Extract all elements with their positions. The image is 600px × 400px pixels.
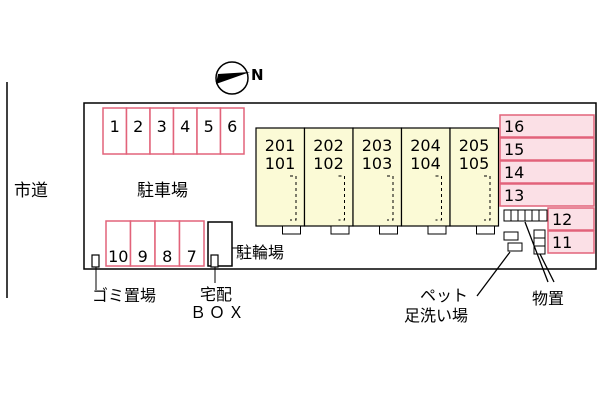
storage-label: 物置: [532, 289, 564, 308]
pet-leader-line: [476, 251, 511, 297]
parking-space-9: 9: [129, 220, 156, 267]
parking-space-number: 16: [504, 117, 524, 136]
parking-space-number: 14: [504, 163, 524, 182]
parking-space-8: 8: [154, 220, 181, 267]
delivery-box-marker: [210, 254, 219, 268]
parking-space-number: 8: [162, 247, 172, 266]
parking-space-6: 6: [219, 107, 245, 155]
pet-foot-wash-label: ペット: [420, 286, 468, 305]
parking-area-label: 駐車場: [137, 181, 188, 201]
unit-upper-number: 201: [265, 136, 296, 155]
parking-space-13: 13: [499, 183, 595, 207]
bicycle-parking-label: 駐輪場: [236, 243, 284, 262]
parking-space-3: 3: [149, 107, 175, 155]
compass-icon: N: [215, 61, 264, 95]
parking-space-1: 1: [102, 107, 128, 155]
unit-lower-number: 104: [410, 154, 441, 173]
parking-space-10: 10: [105, 220, 132, 267]
unit-lower-number: 102: [313, 154, 344, 173]
parking-space-number: 10: [108, 247, 128, 266]
unit-lower-number: 103: [362, 154, 393, 173]
unit-lower-number: 101: [265, 154, 296, 173]
parking-space-number: 11: [552, 233, 572, 252]
delivery-box-label-2: ＢＯＸ: [190, 303, 247, 322]
compass-north-letter: N: [251, 66, 264, 84]
parking-space-number: 5: [204, 117, 214, 136]
parking-space-4: 4: [172, 107, 198, 155]
garbage-area-label: ゴミ置場: [92, 286, 156, 305]
storage-leader-line-1: [524, 221, 549, 283]
unit-lower-number: 105: [459, 154, 490, 173]
parking-space-2: 2: [125, 107, 151, 155]
pet-foot-wash-icon: [503, 231, 523, 252]
unit-upper-number: 203: [362, 136, 393, 155]
parking-space-15: 15: [499, 137, 595, 161]
parking-space-number: 7: [187, 247, 197, 266]
garbage-area-marker: [91, 254, 100, 268]
delivery-box-label: 宅配: [200, 285, 232, 304]
parking-space-12: 12: [547, 207, 595, 231]
parking-space-7: 7: [178, 220, 205, 267]
parking-space-number: 12: [552, 210, 572, 229]
unit-upper-number: 205: [459, 136, 490, 155]
parking-space-5: 5: [196, 107, 222, 155]
unit-upper-number: 204: [410, 136, 441, 155]
parking-space-number: 6: [227, 117, 237, 136]
parking-space-number: 1: [110, 117, 120, 136]
parking-row-right: 16 15 14 13 12 11: [499, 114, 595, 254]
parking-space-number: 2: [133, 117, 143, 136]
parking-space-14: 14: [499, 160, 595, 184]
parking-space-number: 3: [157, 117, 167, 136]
parking-space-number: 13: [504, 186, 524, 205]
parking-space-number: 9: [138, 247, 148, 266]
parking-space-11: 11: [547, 230, 595, 254]
unit-upper-number: 202: [313, 136, 344, 155]
road-label: 市道: [14, 181, 48, 201]
parking-space-16: 16: [499, 114, 595, 138]
storage-shed-icon: [503, 209, 548, 255]
storage-leader-line-2: [539, 253, 555, 283]
parking-space-number: 4: [180, 117, 190, 136]
pet-foot-wash-label-2: 足洗い場: [404, 306, 468, 325]
parking-space-number: 15: [504, 140, 524, 159]
